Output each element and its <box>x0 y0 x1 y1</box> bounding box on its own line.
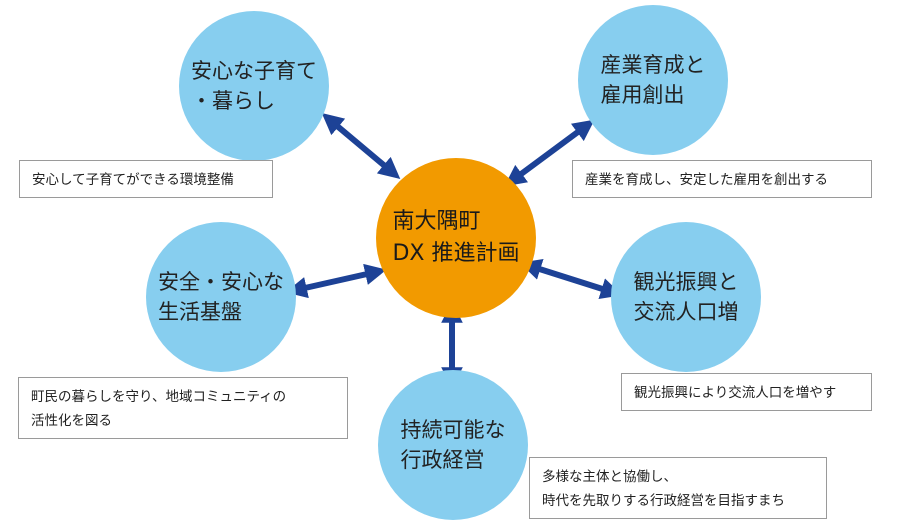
pillar-administration-description: 多様な主体と協働し、 時代を先取りする行政経営を目指すまち <box>529 457 827 519</box>
pillar-tourism-circle: 観光振興と 交流人口増 <box>611 222 761 372</box>
arrow-safety <box>285 263 387 299</box>
pillar-industry-circle: 産業育成と 雇用創出 <box>578 5 728 155</box>
pillar-tourism-description: 観光振興により交流人口を増やす <box>621 373 872 411</box>
pillar-industry-label: 産業育成と 雇用創出 <box>600 52 706 107</box>
arrow-childcare <box>321 113 401 179</box>
center-plan-label: 南大隅町 DX 推進計画 <box>392 209 520 266</box>
pillar-safety-circle: 安全・安心な 生活基盤 <box>146 222 296 372</box>
arrow-industry <box>504 119 595 187</box>
pillar-industry-description: 産業を育成し、安定した雇用を創出する <box>572 160 872 198</box>
pillar-safety-label: 安全・安心な 生活基盤 <box>158 269 284 324</box>
center-plan-circle: 南大隅町 DX 推進計画 <box>376 158 536 318</box>
pillar-safety-description: 町民の暮らしを守り、地域コミュニティの 活性化を図る <box>18 377 348 439</box>
arrow-tourism <box>519 258 623 300</box>
pillar-administration-circle: 持続可能な 行政経営 <box>378 370 528 520</box>
pillar-childcare-circle: 安心な子育て ・暮らし <box>179 11 329 161</box>
pillar-administration-label: 持続可能な 行政経営 <box>400 417 506 472</box>
pillar-tourism-label: 観光振興と 交流人口増 <box>633 269 739 324</box>
pillar-childcare-description: 安心して子育てができる環境整備 <box>19 160 273 198</box>
pillar-childcare-label: 安心な子育て ・暮らし <box>191 58 317 113</box>
